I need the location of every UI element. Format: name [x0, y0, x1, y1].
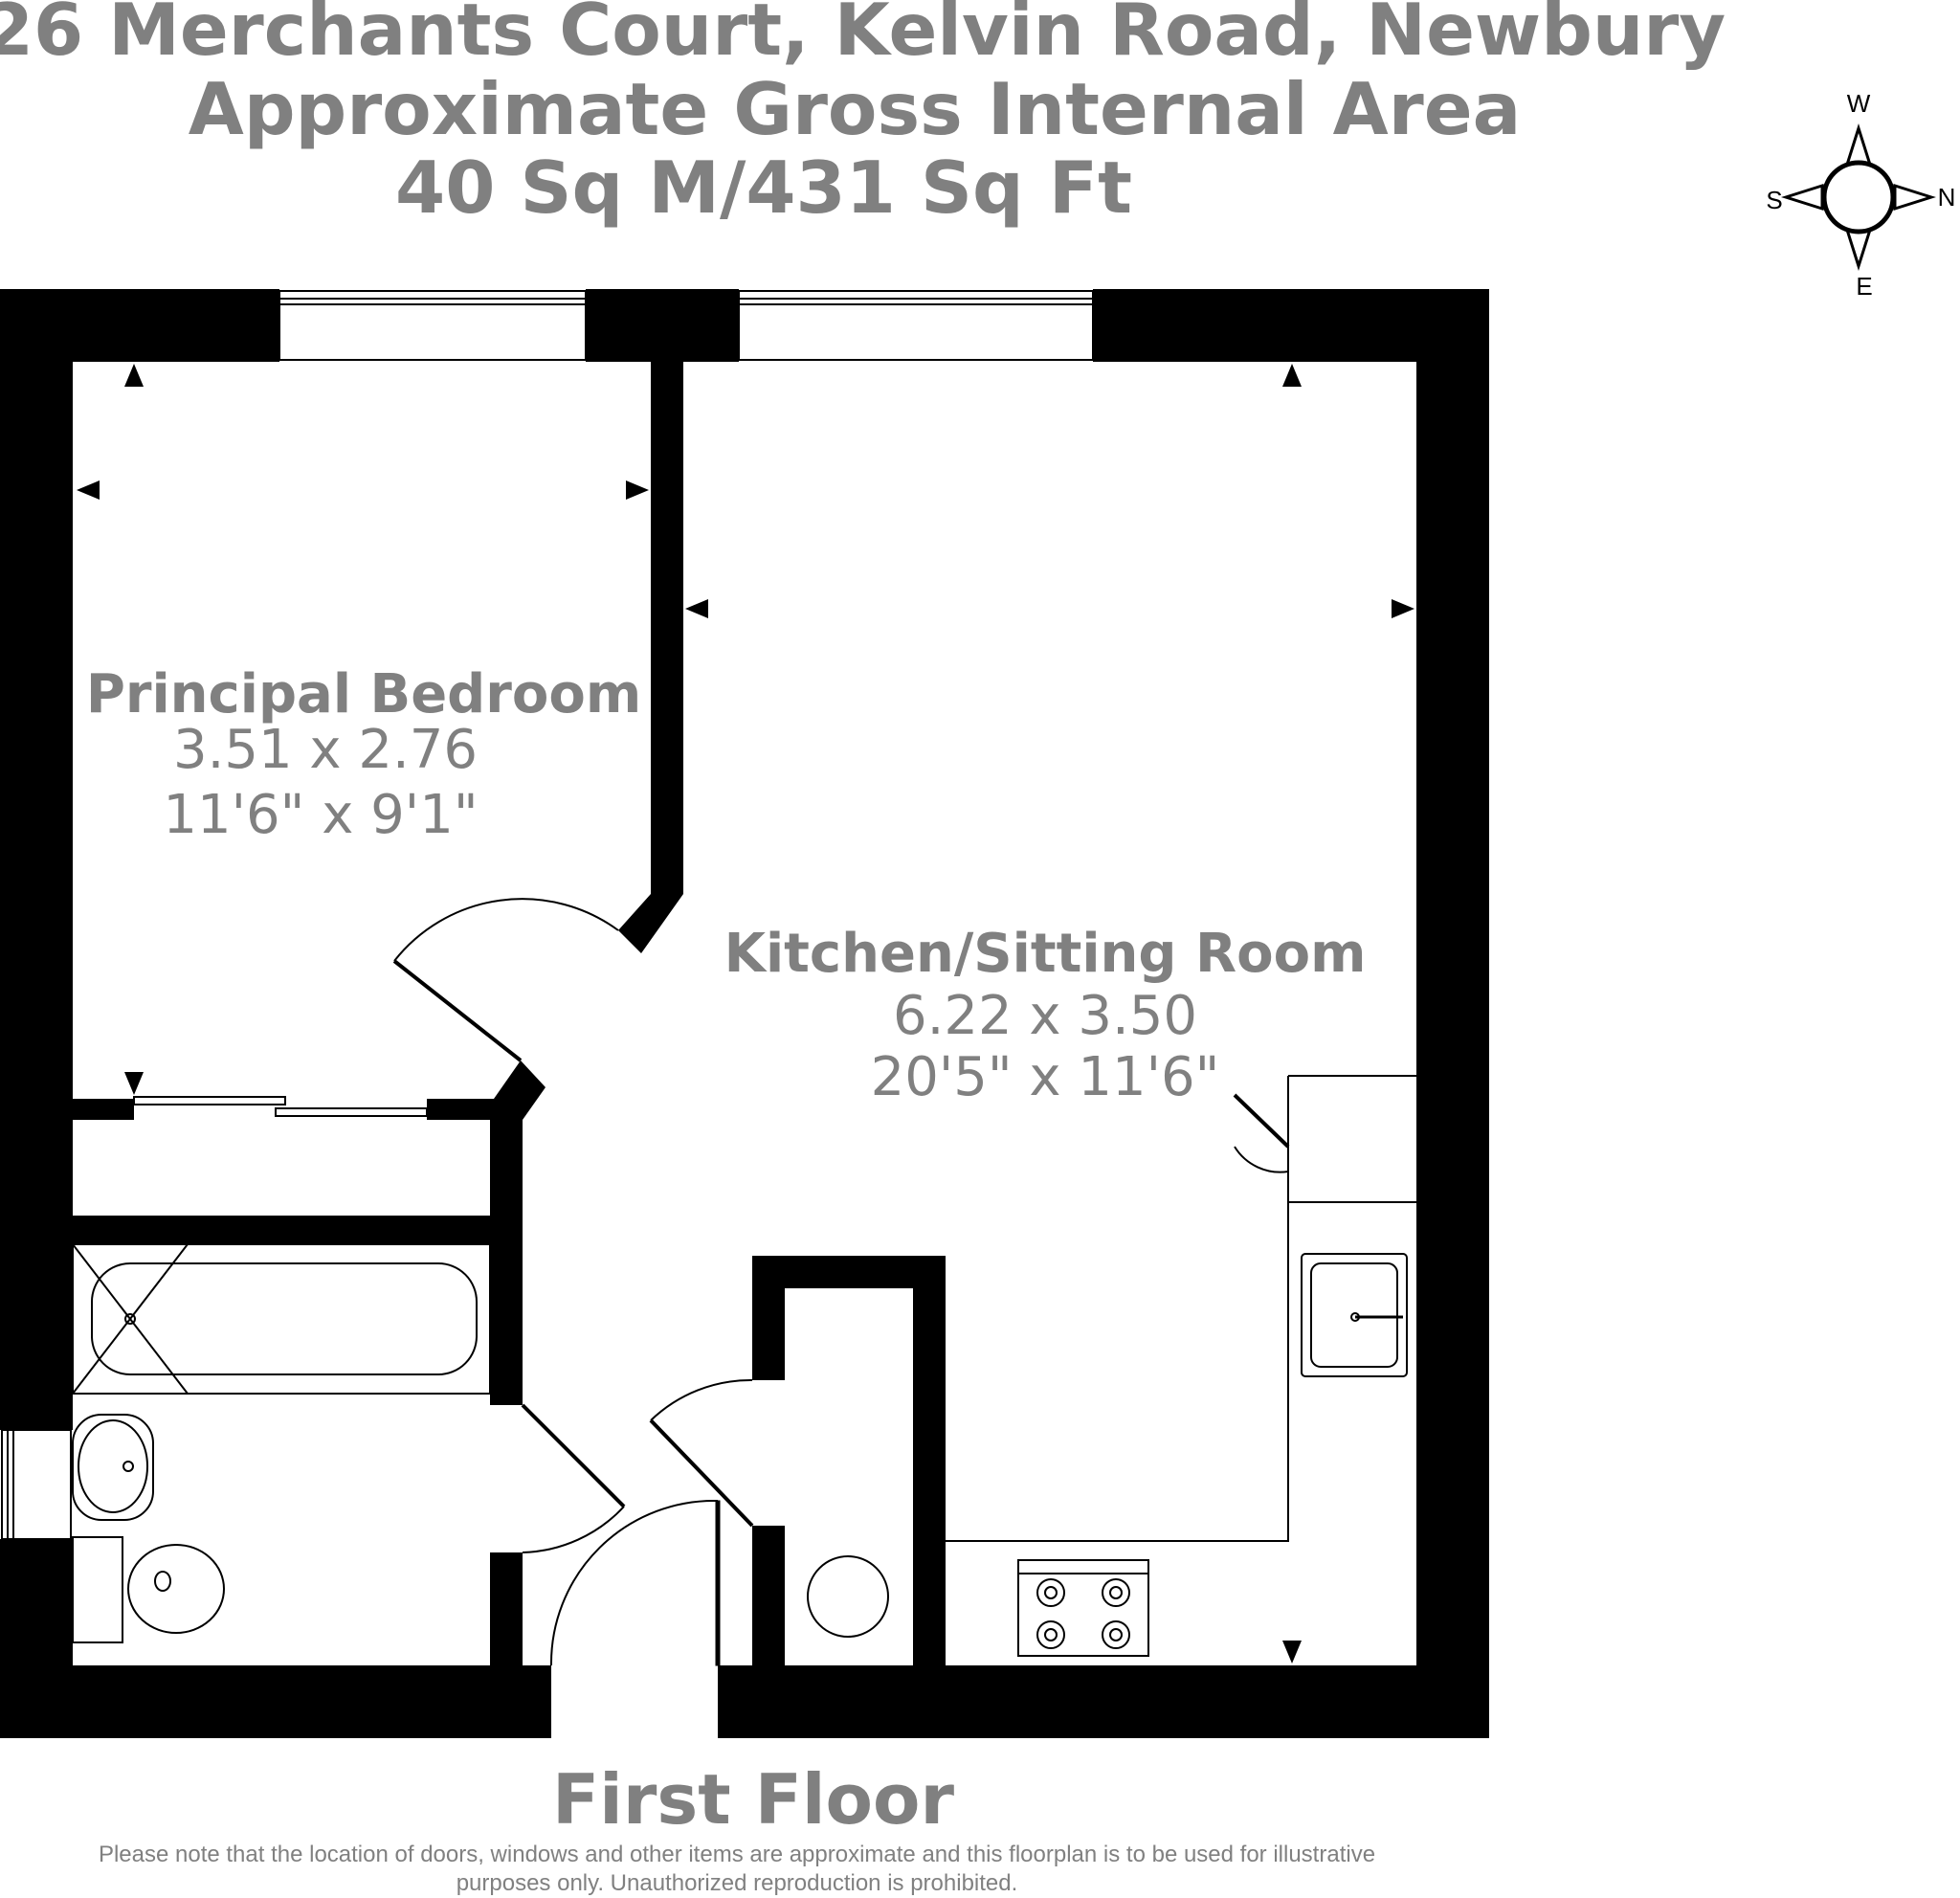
- wall-bathroom-right-lower: [490, 1552, 523, 1665]
- wall-bathroom-right-upper: [490, 1099, 523, 1405]
- wall-partition-vertical: [651, 362, 683, 894]
- wall-bottom-left: [0, 1665, 551, 1738]
- compass-point-right: [1893, 183, 1936, 212]
- door-kitchen-unit-leaf: [1233, 1093, 1290, 1149]
- window-bathroom: [1, 1429, 72, 1540]
- door-bathroom-swing: [522, 1506, 625, 1553]
- compass-label-top: W: [1847, 89, 1871, 118]
- door-bedroom-swing: [393, 898, 619, 962]
- compass-rose: W N E S: [1766, 89, 1955, 301]
- sink-icon: [72, 1414, 154, 1521]
- floor-label: First Floor: [552, 1759, 955, 1840]
- window-bedroom: [278, 290, 587, 361]
- door-entrance-leaf: [715, 1500, 721, 1666]
- cylinder-icon: [807, 1555, 889, 1638]
- door-bedroom-leaf: [392, 959, 523, 1062]
- kitchen-units: [946, 1075, 1416, 1657]
- wall-top-middle: [586, 289, 739, 362]
- dimension-markers: [77, 364, 1414, 1664]
- address-title: 26 Merchants Court, Kelvin Road, Newbury: [0, 0, 1726, 72]
- kitchen-name: Kitchen/Sitting Room: [724, 923, 1367, 985]
- wall-bottom-right: [718, 1665, 1489, 1738]
- wall-cupboard-bottom: [73, 1216, 523, 1244]
- wardrobe-doors: [133, 1096, 428, 1117]
- kitchen-imperial: 20'5" x 11'6": [871, 1046, 1220, 1108]
- compass-label-left: S: [1766, 186, 1782, 214]
- compass-circle: [1821, 160, 1896, 234]
- door-cupboard-leaf: [649, 1418, 754, 1528]
- wall-wardrobe-right: [427, 1099, 494, 1120]
- wall-cupboard-left-lower: [752, 1526, 785, 1665]
- wall-cupboard-right: [913, 1256, 946, 1665]
- disclaimer-line-2: purposes only. Unauthorized reproduction…: [457, 1870, 1018, 1896]
- wall-left-upper: [0, 289, 73, 1430]
- door-bathroom-leaf: [521, 1403, 626, 1508]
- hob-icon: [1017, 1559, 1149, 1657]
- wall-partition-angle: [618, 894, 683, 953]
- wall-cupboard-left: [752, 1256, 785, 1380]
- compass-point-bottom: [1844, 228, 1873, 271]
- bedroom-imperial: 11'6" x 9'1": [163, 784, 478, 846]
- wall-wardrobe-left: [73, 1099, 134, 1120]
- area-value: 40 Sq M/431 Sq Ft: [395, 145, 1132, 230]
- kitchen-metric: 6.22 x 3.50: [893, 985, 1197, 1047]
- area-label: Approximate Gross Internal Area: [189, 67, 1521, 151]
- compass-point-left: [1781, 183, 1824, 212]
- bedroom-name: Principal Bedroom: [86, 663, 641, 726]
- walls: [0, 289, 1489, 1738]
- windows: [1, 290, 1094, 1540]
- doors: [392, 898, 1290, 1666]
- window-kitchen: [738, 290, 1094, 361]
- toilet-icon: [72, 1536, 225, 1643]
- disclaimer-line-1: Please note that the location of doors, …: [99, 1842, 1375, 1867]
- compass-label-right: N: [1938, 183, 1956, 212]
- bathroom-fixtures: [72, 1243, 491, 1643]
- sink-kitchen-icon: [1301, 1253, 1408, 1377]
- bedroom-metric: 3.51 x 2.76: [173, 719, 478, 781]
- compass-label-bottom: E: [1856, 272, 1872, 301]
- wall-right: [1416, 289, 1489, 1738]
- door-entrance-swing: [549, 1499, 719, 1666]
- compass-point-top: [1844, 123, 1873, 167]
- door-cupboard-swing: [650, 1378, 753, 1421]
- door-kitchen-unit-swing: [1234, 1146, 1289, 1173]
- bath-icon: [72, 1243, 491, 1395]
